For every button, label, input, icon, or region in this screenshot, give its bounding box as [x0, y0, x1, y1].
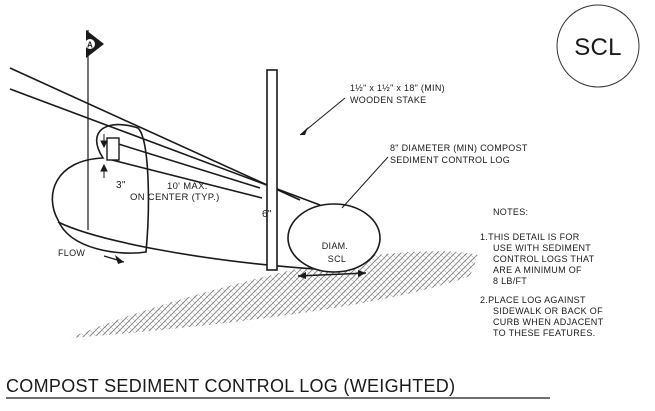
note-2-line-1: 2.PLACE LOG AGAINST	[480, 295, 586, 305]
log-cross-strap	[111, 141, 263, 199]
log-bottom-edge	[57, 221, 331, 271]
diam-label-line-1: DIAM.	[322, 241, 349, 251]
note-1-line-2: USE WITH SEDIMENT	[493, 243, 591, 253]
six-inch-label: 6"	[262, 209, 272, 220]
log-leader	[341, 156, 389, 209]
diameter-dimension	[297, 270, 367, 279]
notes-heading: NOTES:	[493, 207, 528, 217]
ground-hatch	[70, 251, 478, 338]
flow-label: FLOW	[58, 248, 85, 258]
three-inch-dimension	[100, 134, 108, 178]
note-1-line-1: 1.THIS DETAIL IS FOR	[480, 232, 580, 242]
three-inch-label: 3"	[116, 180, 126, 191]
stake-label-line-1: 1½" x 1½" x 18" (MIN)	[350, 83, 445, 93]
note-1-line-4: ARE A MINIMUM OF	[493, 265, 582, 275]
log-end-cap	[287, 203, 381, 273]
stake-block	[106, 137, 120, 161]
note-2-line-4: TO THESE FEATURES.	[493, 328, 595, 338]
diam-label-line-2: SCL	[328, 254, 346, 264]
spacing-label-line-2: ON CENTER (TYP.)	[130, 192, 220, 203]
note-1-line-5: 8 LB/FT	[493, 276, 527, 286]
scl-badge: SCL	[556, 4, 640, 88]
note-2-line-3: CURB WHEN ADJACENT	[493, 317, 604, 327]
stake-label-line-2: WOODEN STAKE	[350, 95, 426, 105]
note-2-line-2: SIDEWALK OR BACK OF	[493, 306, 603, 316]
spacing-label-line-1: 10' MAX.	[167, 181, 208, 192]
drawing-title: COMPOST SEDIMENT CONTROL LOG (WEIGHTED)	[6, 376, 455, 396]
scl-badge-text: SCL	[574, 34, 622, 61]
stake-leader	[299, 97, 346, 136]
flow-arrow	[103, 255, 125, 264]
log-far-end	[51, 123, 150, 254]
sediment-control-log	[9, 67, 381, 273]
log-top-edge	[9, 67, 301, 201]
section-marker-label: A	[87, 41, 93, 50]
log-label-line-1: 8" DIAMETER (MIN) COMPOST	[390, 143, 528, 153]
log-label-line-2: SEDIMENT CONTROL LOG	[390, 155, 510, 165]
notes-block: NOTES: 1.THIS DETAIL IS FOR USE WITH SED…	[480, 207, 604, 338]
section-flag: A	[85, 30, 104, 230]
wooden-stake	[266, 69, 278, 271]
note-1-line-3: CONTROL LOGS THAT	[493, 254, 595, 264]
